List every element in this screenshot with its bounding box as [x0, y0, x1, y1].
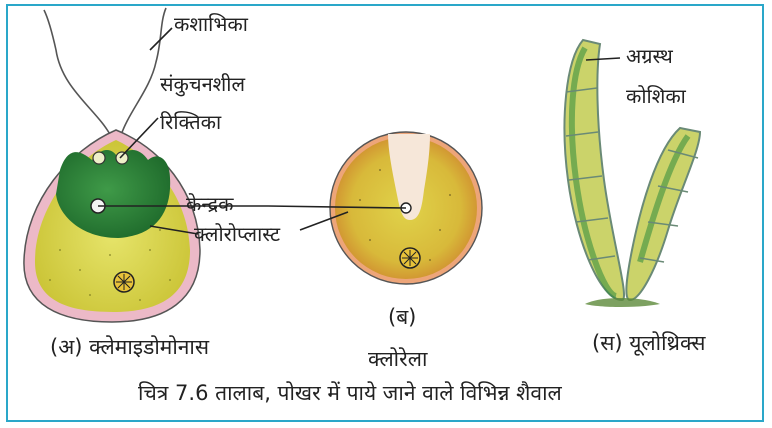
- caption-chlorella-marker: (ब): [388, 304, 416, 330]
- label-chloroplast: क्लोरोप्लास्ट: [194, 222, 280, 246]
- contractile-vacuole-right: [116, 152, 128, 164]
- flagellum-left: [44, 10, 112, 138]
- ulothrix-holdfast: [585, 298, 660, 307]
- chlamydomonas-cell: [24, 8, 200, 322]
- label-flagella: कशाभिका: [174, 12, 248, 36]
- label-contractile-vacuole-line1: संकुचनशील: [160, 72, 245, 96]
- label-nucleus: केन्द्रक: [186, 192, 234, 216]
- caption-ulothrix: (स) यूलोथ्रिक्स: [592, 330, 706, 356]
- pyrenoid: [114, 272, 134, 292]
- caption-chlamydomonas: (अ) क्लेमाइडोमोनास: [50, 334, 209, 360]
- figure-caption: चित्र 7.6 तालाब, पोखर में पाये जाने वाले…: [138, 380, 562, 406]
- ulothrix-filaments: [564, 40, 700, 307]
- label-apical-cell-line1: अग्रस्थ: [626, 44, 673, 68]
- label-contractile-vacuole-line2: रिक्तिका: [160, 110, 221, 134]
- chlorella-pyrenoid: [400, 248, 420, 268]
- caption-chlorella: क्लोरेला: [368, 346, 427, 372]
- label-apical-cell-line2: कोशिका: [626, 84, 686, 108]
- contractile-vacuole-left: [93, 152, 105, 164]
- ulothrix-filament-right: [626, 128, 700, 300]
